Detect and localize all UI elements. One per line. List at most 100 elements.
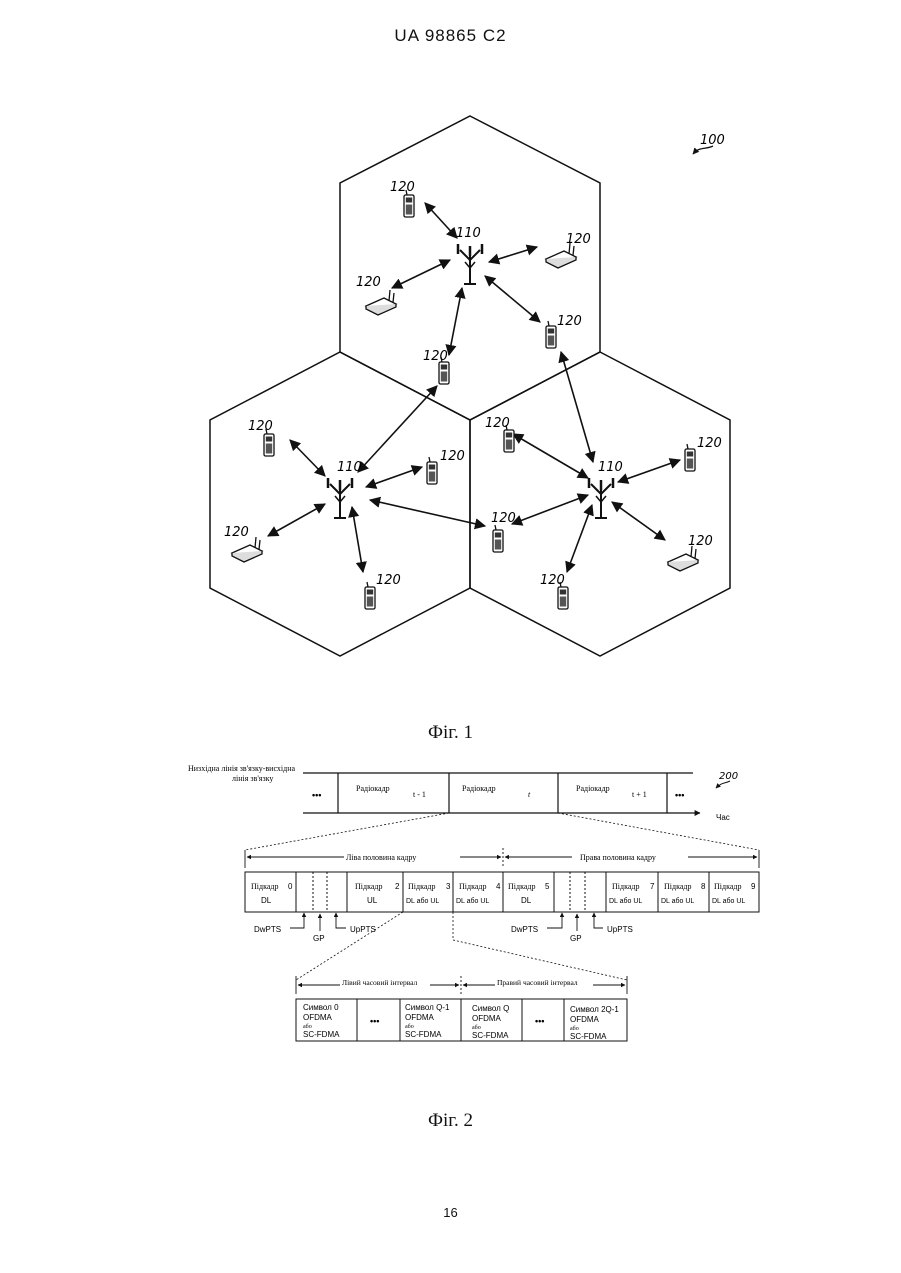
terminal-ref-label: 120 xyxy=(248,419,273,434)
symbol-line: OFDMA xyxy=(303,1013,333,1022)
subframe-number: 0 xyxy=(288,882,293,891)
uppts-label: UpPTS xyxy=(607,925,633,934)
subframe-label: Підкадр xyxy=(714,882,741,891)
subframe-type: DL xyxy=(521,896,532,905)
symbol-line: OFDMA xyxy=(472,1014,502,1023)
subframe-type: DL або UL xyxy=(609,897,642,905)
radio-frame-index: t - 1 xyxy=(413,790,426,799)
ellipsis: ••• xyxy=(535,1016,544,1026)
subframe-number: 5 xyxy=(545,882,550,891)
dwpts-label: DwPTS xyxy=(254,925,281,934)
radio-frame-label: Радіокадр xyxy=(576,784,610,793)
symbol-line: OFDMA xyxy=(570,1015,600,1024)
terminal-ref-label: 120 xyxy=(356,275,381,290)
subframe-number: 4 xyxy=(496,882,501,891)
symbol-line: OFDMA xyxy=(405,1013,435,1022)
base-station-ref-label: 110 xyxy=(456,226,481,241)
figure2-ref-arrow xyxy=(716,781,730,788)
symbol-line: або xyxy=(472,1024,481,1031)
subframe-type: DL або UL xyxy=(406,897,439,905)
terminal-phone: 120 xyxy=(390,180,415,217)
figure1-caption: Фіг. 1 xyxy=(0,722,901,744)
terminal-modem: 120 xyxy=(356,275,396,315)
terminal-modem: 120 xyxy=(224,525,262,562)
symbol-line: або xyxy=(303,1023,312,1030)
base-station-right: 110 xyxy=(589,460,623,518)
terminal-ref-label: 120 xyxy=(390,180,415,195)
terminal-ref-label: 120 xyxy=(491,511,516,526)
subframe-label: Підкадр xyxy=(251,882,278,891)
symbol-line: SC-FDMA xyxy=(472,1031,509,1040)
symbol-line: SC-FDMA xyxy=(303,1030,340,1039)
subframe-type: DL xyxy=(261,896,272,905)
radio-frame-index: t xyxy=(528,790,531,799)
symbol-name: Символ 0 xyxy=(303,1003,339,1012)
symbol-line: SC-FDMA xyxy=(570,1032,607,1041)
gp-label: GP xyxy=(313,934,325,943)
time-axis-label: Час xyxy=(716,813,730,822)
terminal-phone: 120 xyxy=(540,573,568,609)
terminal-phone: 120 xyxy=(685,436,722,471)
terminal-ref-label: 120 xyxy=(557,314,582,329)
symbol-name: Символ Q-1 xyxy=(405,1003,450,1012)
dwpts-label: DwPTS xyxy=(511,925,538,934)
subframe-type: UL xyxy=(367,896,378,905)
terminal-phone: 120 xyxy=(491,511,516,552)
symbol-line: або xyxy=(570,1025,579,1032)
terminal-ref-label: 120 xyxy=(688,534,713,549)
right-slot-label: Правий часовий інтервал xyxy=(497,978,578,987)
subframe-label: Підкадр xyxy=(459,882,486,891)
subframe-label: Підкадр xyxy=(664,882,691,891)
subframe-type: DL або UL xyxy=(712,897,745,905)
terminal-ref-label: 120 xyxy=(440,449,465,464)
terminal-ref-label: 120 xyxy=(697,436,722,451)
terminal-ref-label: 120 xyxy=(566,232,591,247)
direction-label-line2: лінія зв'язку xyxy=(232,774,273,783)
base-station-left: 110 xyxy=(328,460,362,518)
uppts-label: UpPTS xyxy=(350,925,376,934)
subframe-label: Підкадр xyxy=(612,882,639,891)
terminal-ref-label: 120 xyxy=(423,349,448,364)
terminal-ref-label: 120 xyxy=(376,573,401,588)
right-half-label: Права половина кадру xyxy=(580,853,656,862)
left-half-label: Ліва половина кадру xyxy=(346,853,416,862)
radio-frame-label: Радіокадр xyxy=(462,784,496,793)
left-slot-label: Лівий часовий інтервал xyxy=(342,978,418,987)
terminal-phone: 120 xyxy=(485,416,514,452)
ellipsis: ••• xyxy=(370,1016,379,1026)
direction-label-line1: Низхідна лінія зв'язку-висхідна xyxy=(188,764,295,773)
subframe-label: Підкадр xyxy=(508,882,535,891)
base-station-ref-label: 110 xyxy=(337,460,362,475)
terminal-phone: 120 xyxy=(427,449,465,484)
subframe-number: 7 xyxy=(650,882,655,891)
terminal-ref-label: 120 xyxy=(540,573,565,588)
radio-links xyxy=(268,203,680,572)
special-field-pointers xyxy=(290,913,603,931)
radio-frame-index: t + 1 xyxy=(632,790,647,799)
symbol-line: або xyxy=(405,1023,414,1030)
subframe-number: 2 xyxy=(395,882,400,891)
terminal-phone: 120 xyxy=(546,314,582,348)
terminal-phone: 120 xyxy=(423,349,449,384)
subframe-number: 9 xyxy=(751,882,756,891)
radio-frame-label: Радіокадр xyxy=(356,784,390,793)
ellipsis: ••• xyxy=(312,790,321,800)
terminal-phone: 120 xyxy=(248,419,274,456)
terminal-modem: 120 xyxy=(668,534,713,571)
symbol-line: SC-FDMA xyxy=(405,1030,442,1039)
subframe-row xyxy=(245,872,759,912)
terminal-ref-label: 120 xyxy=(485,416,510,431)
subframe-type: DL або UL xyxy=(456,897,489,905)
figure2-caption: Фіг. 2 xyxy=(0,1110,901,1132)
subframe-label: Підкадр xyxy=(355,882,382,891)
terminal-ref-label: 120 xyxy=(224,525,249,540)
subframe-label: Підкадр xyxy=(408,882,435,891)
terminal-modem: 120 xyxy=(546,232,591,268)
subframe-number: 8 xyxy=(701,882,706,891)
frame-expansion-lines xyxy=(245,813,759,850)
page-number: 16 xyxy=(0,1205,901,1220)
gp-label: GP xyxy=(570,934,582,943)
figure2-ref-label: 200 xyxy=(719,771,738,782)
ellipsis: ••• xyxy=(675,790,684,800)
